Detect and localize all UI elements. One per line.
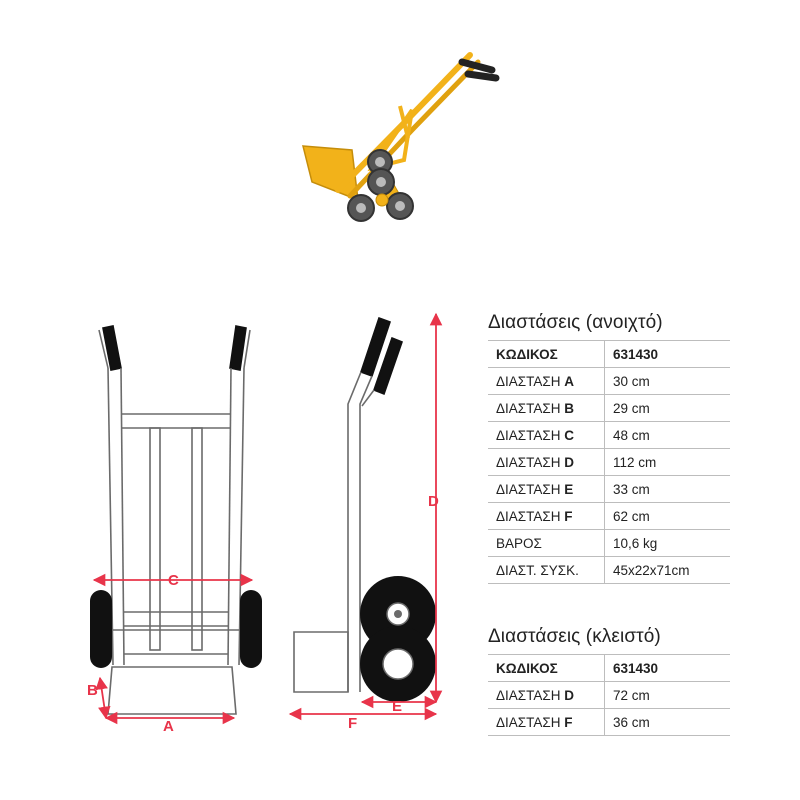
table-row: ΒΑΡΟΣ 10,6 kg	[488, 529, 730, 557]
row-label: ΔΙΑΣΤΑΣΗ E	[488, 475, 605, 503]
table-header-row: ΚΩΔΙΚΟΣ 631430	[488, 654, 730, 682]
row-label: ΒΑΡΟΣ	[488, 529, 605, 557]
table-row: ΔΙΑΣΤ. ΣΥΣΚ. 45x22x71cm	[488, 556, 730, 584]
row-key: ΔΙΑΣΤΑΣΗ	[496, 508, 561, 524]
dim-label-c: C	[168, 572, 179, 589]
row-letter: C	[564, 427, 574, 443]
row-value: 45x22x71cm	[604, 556, 730, 584]
row-key: ΒΑΡΟΣ	[496, 535, 542, 551]
row-key: ΔΙΑΣΤΑΣΗ	[496, 687, 561, 703]
row-value: 48 cm	[604, 421, 730, 449]
dim-label-a: A	[163, 718, 174, 735]
row-label: ΔΙΑΣΤΑΣΗ C	[488, 421, 605, 449]
row-key: ΔΙΑΣΤΑΣΗ	[496, 714, 561, 730]
row-label: ΔΙΑΣΤΑΣΗ D	[488, 681, 605, 709]
row-letter: E	[564, 481, 574, 497]
row-value: 72 cm	[604, 681, 730, 709]
row-value: 10,6 kg	[604, 529, 730, 557]
dim-label-d: D	[428, 493, 439, 510]
row-value: 112 cm	[604, 448, 730, 476]
code-label: ΚΩΔΙΚΟΣ	[488, 340, 605, 368]
row-key: ΔΙΑΣΤ. ΣΥΣΚ.	[496, 562, 579, 578]
row-letter: D	[564, 687, 574, 703]
side-view-drawing	[293, 316, 404, 693]
dim-label-f: F	[348, 715, 357, 732]
row-label: ΔΙΑΣΤΑΣΗ B	[488, 394, 605, 422]
row-value: 36 cm	[604, 708, 730, 736]
closed-dimensions-title: Διαστάσεις (κλειστό)	[488, 626, 661, 647]
side-wheels	[360, 576, 436, 702]
front-wheels	[90, 590, 262, 668]
open-dimensions-title: Διαστάσεις (ανοιχτό)	[488, 312, 663, 333]
row-letter: F	[564, 714, 573, 730]
code-value: 631430	[604, 340, 730, 368]
closed-dimensions-panel: Διαστάσεις (κλειστό) ΚΩΔΙΚΟΣ 631430 ΔΙΑΣ…	[488, 626, 730, 736]
row-key: ΔΙΑΣΤΑΣΗ	[496, 373, 561, 389]
row-label: ΔΙΑΣΤΑΣΗ D	[488, 448, 605, 476]
row-letter: A	[564, 373, 574, 389]
row-key: ΔΙΑΣΤΑΣΗ	[496, 481, 561, 497]
row-key: ΔΙΑΣΤΑΣΗ	[496, 400, 561, 416]
code-value: 631430	[604, 654, 730, 682]
hand-truck-product-photo	[302, 52, 500, 222]
table-header-row: ΚΩΔΙΚΟΣ 631430	[488, 340, 730, 368]
row-value: 62 cm	[604, 502, 730, 530]
row-label: ΔΙΑΣΤΑΣΗ F	[488, 708, 605, 736]
dimension-lines	[92, 312, 443, 725]
front-view-drawing	[98, 325, 251, 715]
row-value: 33 cm	[604, 475, 730, 503]
code-label: ΚΩΔΙΚΟΣ	[488, 654, 605, 682]
row-label: ΔΙΑΣΤΑΣΗ F	[488, 502, 605, 530]
dim-label-e: E	[392, 698, 402, 715]
row-key: ΔΙΑΣΤΑΣΗ	[496, 427, 561, 443]
row-letter: F	[564, 508, 573, 524]
row-label: ΔΙΑΣΤΑΣΗ A	[488, 367, 605, 395]
row-value: 30 cm	[604, 367, 730, 395]
row-letter: D	[564, 454, 574, 470]
open-dimensions-panel: Διαστάσεις (ανοιχτό) ΚΩΔΙΚΟΣ 631430 ΔΙΑΣ…	[488, 312, 730, 584]
row-value: 29 cm	[604, 394, 730, 422]
row-letter: B	[564, 400, 574, 416]
dim-label-b: B	[87, 682, 98, 699]
row-key: ΔΙΑΣΤΑΣΗ	[496, 454, 561, 470]
row-label: ΔΙΑΣΤ. ΣΥΣΚ.	[488, 556, 605, 584]
